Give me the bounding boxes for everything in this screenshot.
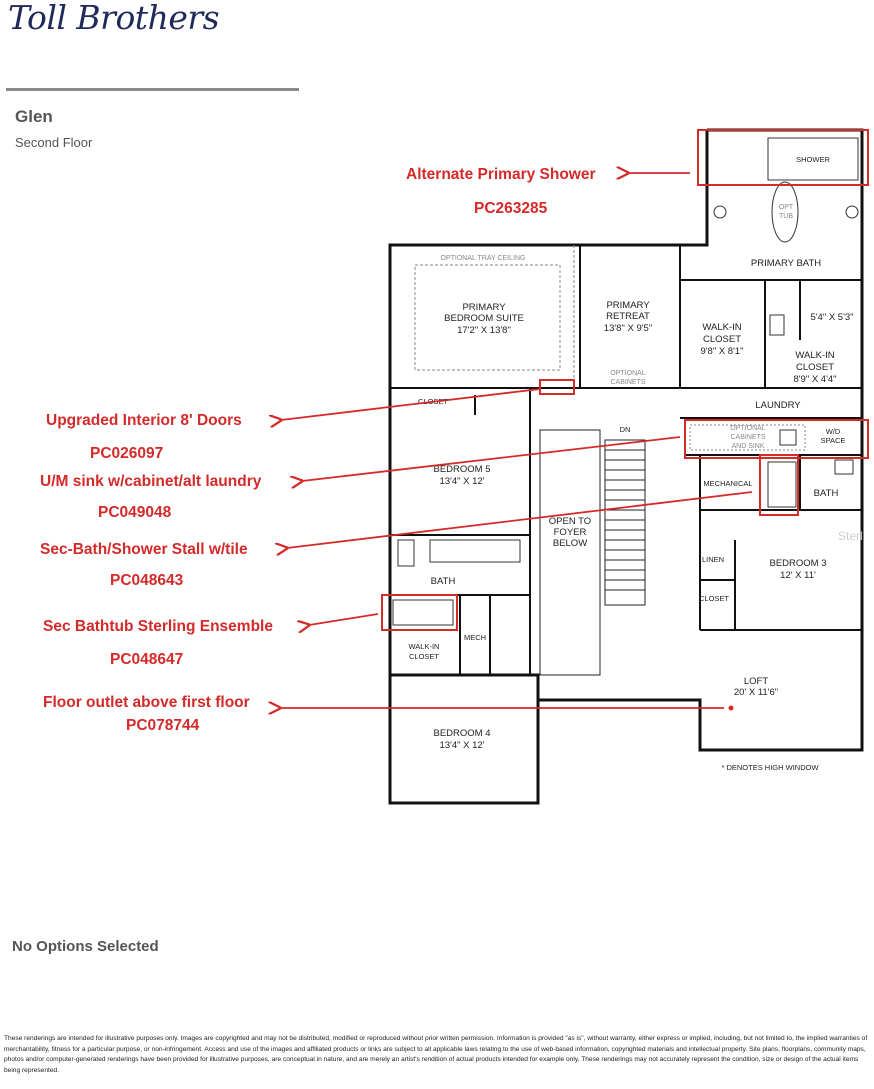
open-to-3: BELOW [553, 538, 587, 549]
annotation-code: PC048643 [110, 572, 184, 589]
watermark-text: Sterl [838, 529, 863, 543]
room-wic1-2: CLOSET [703, 334, 741, 345]
room-bedroom3: BEDROOM 3 [769, 558, 826, 569]
room-closet-b3: CLOSET [699, 594, 729, 603]
annotation-label: Floor outlet above first floor [43, 694, 250, 711]
room-bedroom3-dim: 12' X 11' [780, 570, 816, 581]
opt-cab-sink-2: CABINETS [730, 434, 765, 441]
optional-cabinets-1: OPTIONAL [610, 370, 646, 377]
interior-walls [390, 245, 862, 675]
room-wic1-1: WALK-IN [702, 322, 741, 333]
floor-plan-diagram: SHOWER OPT TUB PRIMARY BATH OPTIONAL TRA… [40, 128, 869, 805]
room-retreat-dim: 13'8" X 9'5" [604, 323, 652, 334]
room-wic3-1: WALK-IN [409, 642, 440, 651]
room-bath-right: BATH [814, 488, 839, 499]
room-wic2-2: CLOSET [796, 362, 834, 373]
room-bedroom5: BEDROOM 5 [433, 464, 490, 475]
disclaimer-text: These renderings are intended for illust… [4, 1035, 868, 1074]
annotation-code: PC078744 [126, 717, 200, 734]
plan-name: Glen [15, 107, 53, 126]
room-mechanical: MECHANICAL [703, 479, 752, 488]
annotation-label: Sec-Bath/Shower Stall w/tile [40, 541, 248, 558]
room-primary-bath: PRIMARY BATH [751, 258, 821, 269]
annotation-code: PC026097 [90, 445, 163, 462]
room-bedroom5-dim: 13'4" X 12' [439, 476, 484, 487]
annotation-code: PC049048 [98, 504, 172, 521]
room-retreat-1: PRIMARY [606, 300, 650, 311]
room-opt-tub-1: OPT [779, 204, 794, 211]
annotation-floor-outlet: Floor outlet above first floor PC078744 [43, 694, 724, 734]
annotation-code: PC048647 [110, 651, 183, 668]
annotation-label: Sec Bathtub Sterling Ensemble [43, 618, 273, 635]
room-laundry: LAUNDRY [755, 400, 801, 411]
optional-cabinets-2: CABINETS [610, 379, 645, 386]
room-linen: LINEN [702, 555, 724, 564]
stairs [539, 429, 646, 676]
no-options-selected: No Options Selected [12, 938, 159, 955]
high-window-note: * DENOTES HIGH WINDOW [721, 763, 819, 772]
room-mech-left: MECH [464, 633, 486, 642]
open-to-2: FOYER [554, 527, 587, 538]
room-retreat-2: RETREAT [606, 311, 650, 322]
annotation-sink-cabinet-laundry: U/M sink w/cabinet/alt laundry PC049048 [40, 436, 681, 521]
annotation-upgraded-interior-doors: Upgraded Interior 8' Doors PC026097 [46, 388, 541, 462]
annotation-label: Alternate Primary Shower [406, 166, 596, 183]
floor-outlet-marker [728, 705, 734, 711]
option-highlights [381, 129, 869, 631]
annotation-label: Upgraded Interior 8' Doors [46, 412, 242, 429]
room-wic2-dim: 8'9" X 4'4" [793, 374, 836, 385]
annotation-sec-bath-shower-stall: Sec-Bath/Shower Stall w/tile PC048643 [40, 491, 753, 589]
room-wic2-1: WALK-IN [795, 350, 834, 361]
room-bedroom4: BEDROOM 4 [433, 728, 490, 739]
room-loft-dim: 20' X 11'6" [734, 687, 778, 698]
wd-space-2: SPACE [821, 436, 846, 445]
stair-dn: DN [620, 425, 631, 434]
toll-brothers-logo: Toll Brothers [8, 0, 220, 37]
room-primary-suite-2: BEDROOM SUITE [444, 313, 524, 324]
opt-cab-sink-3: AND SINK [731, 443, 764, 450]
room-bedroom4-dim: 13'4" X 12' [439, 740, 484, 751]
annotation-sec-bathtub-sterling: Sec Bathtub Sterling Ensemble PC048647 [43, 613, 379, 668]
optional-tray-ceiling: OPTIONAL TRAY CEILING [441, 255, 526, 262]
room-wc-dim: 5'4" X 5'3" [810, 312, 853, 323]
room-loft: LOFT [744, 676, 768, 687]
opt-cab-sink-1: OPTIONAL [730, 425, 766, 432]
room-primary-suite-dim: 17'2" X 13'8" [457, 325, 511, 336]
annotation-label: U/M sink w/cabinet/alt laundry [40, 473, 262, 490]
room-wic1-dim: 9'8" X 8'1" [700, 346, 743, 357]
plan-floor: Second Floor [15, 135, 93, 150]
open-to-1: OPEN TO [549, 516, 591, 527]
room-shower: SHOWER [796, 155, 830, 164]
walls [388, 128, 864, 805]
annotation-alternate-primary-shower: Alternate Primary Shower PC263285 [406, 166, 690, 217]
room-opt-tub-2: TUB [779, 213, 793, 220]
room-primary-suite-1: PRIMARY [462, 302, 506, 313]
fixtures [392, 137, 859, 626]
room-bath-left: BATH [431, 576, 456, 587]
room-wic3-2: CLOSET [409, 652, 439, 661]
annotation-code: PC263285 [474, 200, 548, 217]
header-rule [6, 88, 299, 91]
wd-space-1: W/D [826, 427, 841, 436]
